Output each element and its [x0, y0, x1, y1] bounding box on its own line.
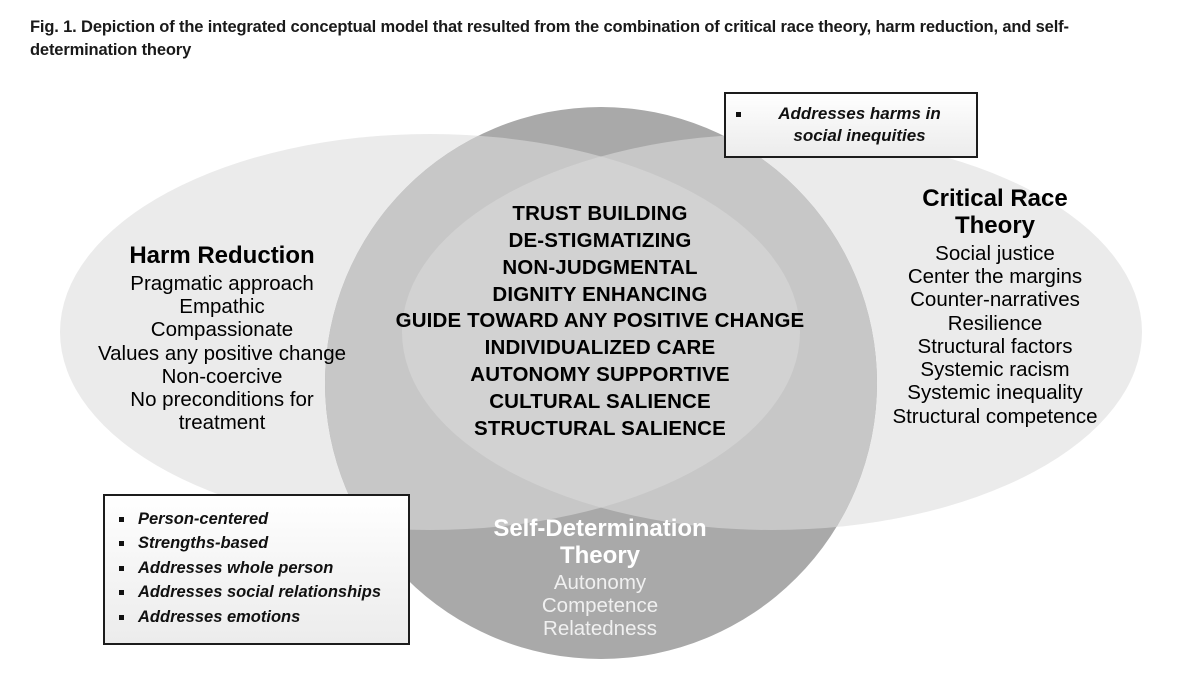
crt-item: Counter-narratives — [910, 288, 1080, 312]
triple-overlap-core — [402, 134, 800, 530]
shared-core-item: DIGNITY ENHANCING — [492, 282, 708, 306]
crt-item: Resilience — [947, 311, 1043, 335]
social-inequities-list: Addresses harms in social inequities — [736, 103, 966, 147]
callout-list-item: Strengths-based — [119, 533, 400, 554]
crt-title-line-2: Theory — [954, 211, 1035, 239]
crt-title-line-1: Critical Race — [922, 185, 1068, 212]
callout-item-text: Addresses social relationships — [138, 583, 382, 602]
callout-item-text: Person-centered — [138, 510, 269, 528]
callout-list-item: Person-centered — [119, 509, 400, 530]
figure-caption: Fig. 1. Depiction of the integrated conc… — [30, 18, 1069, 60]
bullet-square-icon — [119, 565, 124, 571]
social-inequities-callout: Addresses harms in social inequities — [724, 92, 978, 158]
sdt-item: Competence — [541, 594, 659, 618]
bullet-square-icon — [119, 590, 124, 596]
sdt-item: Relatedness — [543, 617, 657, 641]
callout-list-item: Addresses social relationships — [119, 582, 400, 603]
harm-reduction-item: Compassionate — [150, 318, 294, 342]
harm-reduction-item: treatment — [178, 411, 266, 435]
self-determination-theory-list: Autonomy Competence Relatedness — [430, 571, 770, 641]
harm-reduction-item: Values any positive change — [97, 341, 347, 365]
bullet-square-icon — [119, 541, 124, 547]
shared-core-attributes-block: TRUST BUILDING DE-STIGMATIZING NON-JUDGM… — [330, 201, 870, 443]
self-determination-theory-title: Self-Determination Theory — [430, 515, 770, 570]
core-principles-callout: Person-centered Strengths-based Addresse… — [103, 494, 410, 645]
sdt-title-line-2: Theory — [559, 541, 640, 569]
crt-item: Structural factors — [917, 334, 1073, 358]
callout-list-item: Addresses whole person — [119, 558, 400, 579]
shared-core-item: CULTURAL SALIENCE — [489, 389, 711, 413]
shared-core-item: DE-STIGMATIZING — [508, 228, 692, 252]
harm-reduction-item: Empathic — [179, 295, 265, 319]
callout-list-item: Addresses emotions — [119, 607, 400, 628]
harm-reduction-list: Pragmatic approach Empathic Compassionat… — [62, 272, 382, 435]
crt-item: Systemic racism — [920, 358, 1070, 382]
callout-item-text: Addresses whole person — [138, 558, 334, 577]
callout-list-item: Addresses harms in social inequities — [736, 103, 966, 147]
harm-reduction-item: Non-coercive — [161, 364, 283, 388]
shared-core-item: STRUCTURAL SALIENCE — [474, 416, 726, 440]
harm-reduction-item: Pragmatic approach — [130, 271, 314, 295]
shared-core-item: AUTONOMY SUPPORTIVE — [470, 363, 730, 387]
callout-item-text: Addresses emotions — [138, 607, 301, 626]
callout-item-text: Addresses harms in social inequities — [778, 104, 941, 145]
harm-reduction-label-block: Harm Reduction Pragmatic approach Empath… — [62, 242, 382, 435]
harm-reduction-item: No preconditions for — [130, 388, 314, 412]
critical-race-theory-label-block: Critical Race Theory Social justice Cent… — [840, 185, 1150, 428]
sdt-title-line-1: Self-Determination — [493, 515, 707, 542]
core-principles-list: Person-centered Strengths-based Addresse… — [119, 509, 400, 628]
callout-item-text: Strengths-based — [138, 534, 269, 553]
critical-race-theory-list: Social justice Center the margins Counte… — [840, 242, 1150, 428]
critical-race-theory-title: Critical Race Theory — [840, 185, 1150, 240]
shared-core-item: TRUST BUILDING — [512, 202, 688, 225]
crt-item: Systemic inequality — [907, 381, 1083, 405]
sdt-item: Autonomy — [553, 570, 647, 594]
crt-item: Center the margins — [907, 265, 1083, 289]
bullet-square-icon — [736, 112, 741, 117]
shared-core-item: NON-JUDGMENTAL — [502, 255, 698, 279]
shared-core-item: INDIVIDUALIZED CARE — [484, 336, 716, 360]
crt-item: Structural competence — [892, 404, 1098, 428]
harm-reduction-title: Harm Reduction — [129, 242, 315, 269]
bullet-square-icon — [119, 517, 124, 522]
bullet-square-icon — [119, 614, 124, 620]
self-determination-theory-label-block: Self-Determination Theory Autonomy Compe… — [430, 515, 770, 641]
crt-item: Social justice — [935, 241, 1055, 265]
shared-core-item: GUIDE TOWARD ANY POSITIVE CHANGE — [395, 309, 805, 333]
